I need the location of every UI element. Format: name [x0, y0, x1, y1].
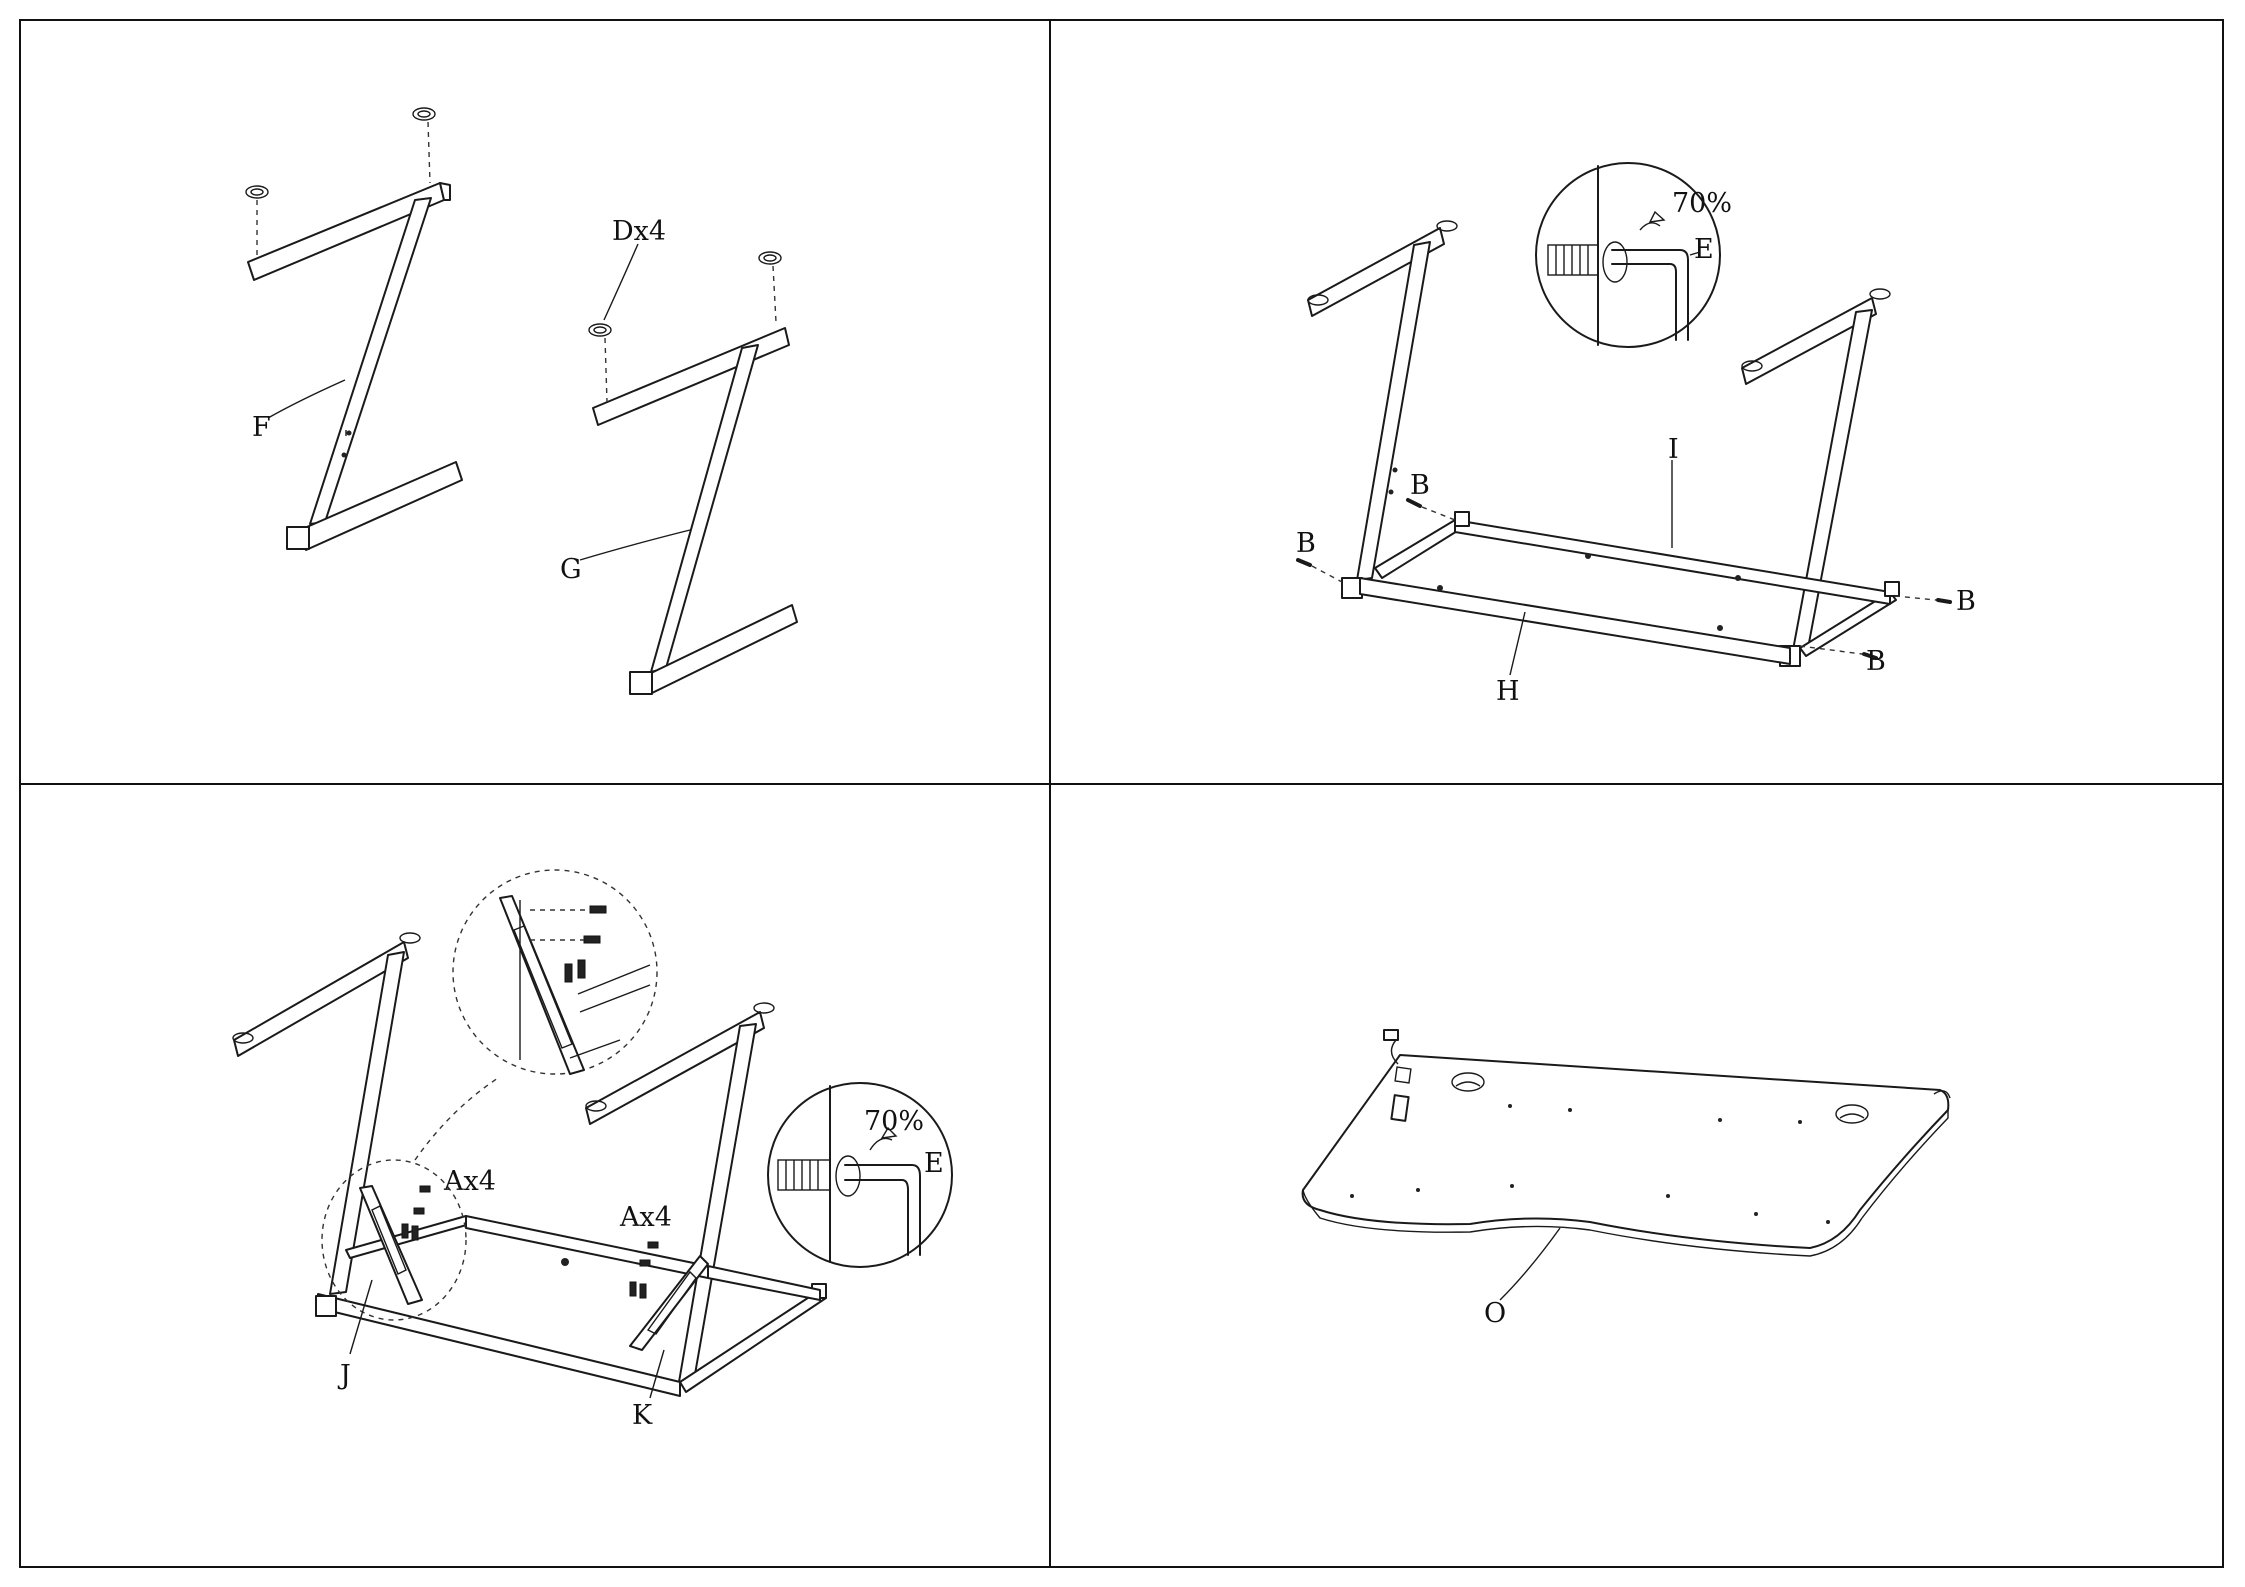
label-bracket-k: K — [632, 1400, 653, 1431]
label-bracket-j: J — [337, 1360, 351, 1391]
label-bolt-b-upper: B — [1410, 470, 1430, 501]
panel-grid — [20, 20, 2223, 1567]
panel-step3: 70% E Ax4 Ax4 J K — [233, 870, 952, 1431]
panel-step2-frame — [1050, 20, 2223, 784]
label-feet-qty: Dx4 — [612, 216, 666, 247]
label-screws-right-qty: Ax4 — [619, 1202, 672, 1233]
leg-g-drawing — [580, 244, 797, 694]
frame-assembly-drawing — [1298, 163, 1950, 675]
desktop-o-drawing — [1303, 1030, 1950, 1300]
label-leg-f: F — [252, 412, 271, 443]
label-torque-step2: 70% — [1672, 188, 1732, 219]
panel-step1: F G Dx4 — [246, 108, 797, 694]
label-bolt-b-right: B — [1956, 586, 1976, 617]
label-screws-left-qty: Ax4 — [443, 1166, 496, 1197]
label-allen-key-step2: E — [1694, 234, 1714, 265]
bracket-assembly-drawing — [233, 870, 952, 1398]
label-allen-key-step3: E — [924, 1148, 944, 1179]
label-crossbar-i: I — [1668, 434, 1679, 465]
label-crossbar-h: H — [1496, 676, 1520, 707]
panel-step2: 70% E I H B B B B — [1296, 163, 1976, 707]
label-torque-step3: 70% — [864, 1106, 924, 1137]
panel-step1-frame — [20, 20, 1050, 784]
label-desktop-o: O — [1484, 1298, 1506, 1329]
leg-f-drawing — [246, 108, 462, 550]
panel-step4: O — [1303, 1030, 1950, 1329]
label-leg-g: G — [560, 554, 582, 585]
label-bolt-b-left: B — [1296, 528, 1316, 559]
label-bolt-b-lower: B — [1866, 646, 1886, 677]
